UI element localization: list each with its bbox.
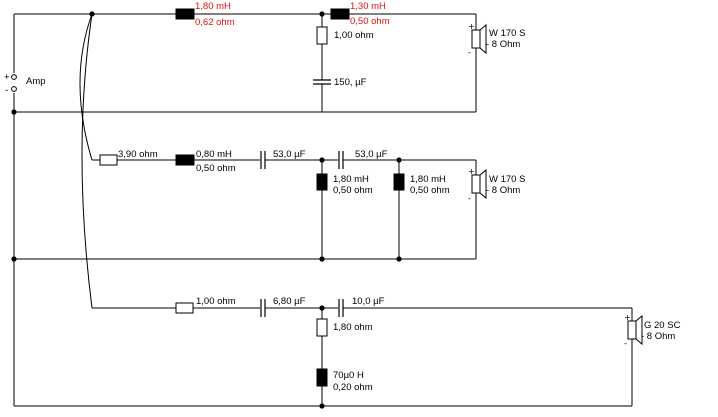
branch2-inductor-1-value: 0,80 mH bbox=[196, 149, 232, 160]
branch1-capacitor-value: 150, µF bbox=[334, 77, 367, 88]
speaker-2-icon bbox=[471, 168, 487, 200]
branch2-resistor bbox=[99, 154, 118, 166]
branch1-inductor-2-resistance: 0,50 ohm bbox=[350, 16, 390, 27]
amp-plus-sign: + bbox=[4, 72, 10, 83]
branch2-inductor-1-resistance: 0,50 ohm bbox=[196, 163, 236, 174]
branch3-capacitor-2-value: 10,0 µF bbox=[352, 296, 385, 307]
amp-input: + - Amp bbox=[4, 14, 46, 406]
speaker-1-plus: + bbox=[468, 22, 475, 31]
speaker-3-icon bbox=[627, 314, 643, 346]
branch2-inductor-3 bbox=[393, 173, 405, 191]
ground-node-2 bbox=[11, 256, 17, 262]
branch3-resistor-1 bbox=[175, 302, 194, 314]
branch2-ground-node-1 bbox=[319, 256, 325, 262]
branch2-inductor-3-resistance: 0,50 ohm bbox=[410, 185, 450, 196]
branch2-inductor-2-resistance: 0,50 ohm bbox=[333, 185, 373, 196]
branch3-ground-node bbox=[319, 403, 325, 409]
branch1-inductor-1-resistance: 0,62 ohm bbox=[195, 17, 235, 28]
speaker-3-name: G 20 SC bbox=[644, 320, 681, 331]
branch1-inductor-2-value: 1,30 mH bbox=[350, 1, 386, 12]
feed-lines bbox=[14, 11, 95, 309]
branch3-resistor-1-value: 1,00 ohm bbox=[196, 296, 236, 307]
amp-plus-terminal bbox=[11, 74, 17, 80]
amp-label: Amp bbox=[26, 76, 46, 87]
ground-node-1 bbox=[11, 109, 17, 115]
branch-3: 1,00 ohm 6,80 µF 10,0 µF 1,80 ohm 70µ0 H… bbox=[92, 296, 681, 409]
branch1-inductor-1 bbox=[175, 8, 195, 20]
amp-minus-sign: - bbox=[5, 85, 8, 96]
branch2-ground-node-2 bbox=[396, 256, 402, 262]
branch2-capacitor-2-value: 53,0 µF bbox=[355, 149, 388, 160]
branch3-inductor bbox=[316, 368, 328, 387]
branch2-inductor-2-value: 1,80 mH bbox=[333, 174, 369, 185]
branch3-capacitor-1-value: 6,80 µF bbox=[273, 296, 306, 307]
feed-wire-branch3 bbox=[81, 13, 93, 309]
branch2-capacitor-1-value: 53,0 µF bbox=[273, 149, 306, 160]
branch2-inductor-3-value: 1,80 mH bbox=[410, 174, 446, 185]
speaker-2-impedance: - 8 Ohm bbox=[486, 185, 520, 196]
branch1-resistor bbox=[316, 26, 328, 45]
speaker-3-impedance: - 8 Ohm bbox=[641, 331, 675, 342]
speaker-1-minus: - bbox=[468, 48, 471, 57]
speaker-2-name: W 170 S bbox=[489, 174, 525, 185]
speaker-2-plus: + bbox=[468, 167, 475, 176]
branch1-resistor-value: 1,00 ohm bbox=[334, 30, 374, 41]
branch3-inductor-resistance: 0,20 ohm bbox=[333, 382, 373, 393]
speaker-3-minus: - bbox=[624, 339, 627, 348]
amp-minus-terminal bbox=[11, 86, 17, 92]
branch3-inductor-value: 70µ0 H bbox=[333, 370, 364, 381]
branch1-node bbox=[319, 11, 325, 17]
speaker-1-icon bbox=[471, 23, 487, 55]
speaker-1-name: W 170 S bbox=[489, 28, 525, 39]
branch-2: 3,90 ohm 0,80 mH 0,50 ohm 53,0 µF 53,0 µ… bbox=[92, 149, 525, 262]
branch2-inductor-1 bbox=[175, 154, 195, 166]
branch2-resistor-value: 3,90 ohm bbox=[118, 149, 158, 160]
speaker-1-impedance: - 8 Ohm bbox=[486, 39, 520, 50]
branch3-resistor-2 bbox=[316, 318, 328, 337]
branch2-inductor-2 bbox=[316, 173, 328, 191]
branch3-resistor-2-value: 1,80 ohm bbox=[333, 322, 373, 333]
feed-wire-branch2 bbox=[79, 13, 93, 161]
branch1-inductor-1-value: 1,80 mH bbox=[195, 1, 231, 12]
branch1-inductor-2 bbox=[330, 8, 350, 20]
speaker-2-minus: - bbox=[468, 194, 471, 203]
speaker-3-plus: + bbox=[624, 313, 631, 322]
branch-1: 1,80 mH 0,62 ohm 1,30 mH 0,50 ohm 1,00 o… bbox=[92, 1, 525, 112]
